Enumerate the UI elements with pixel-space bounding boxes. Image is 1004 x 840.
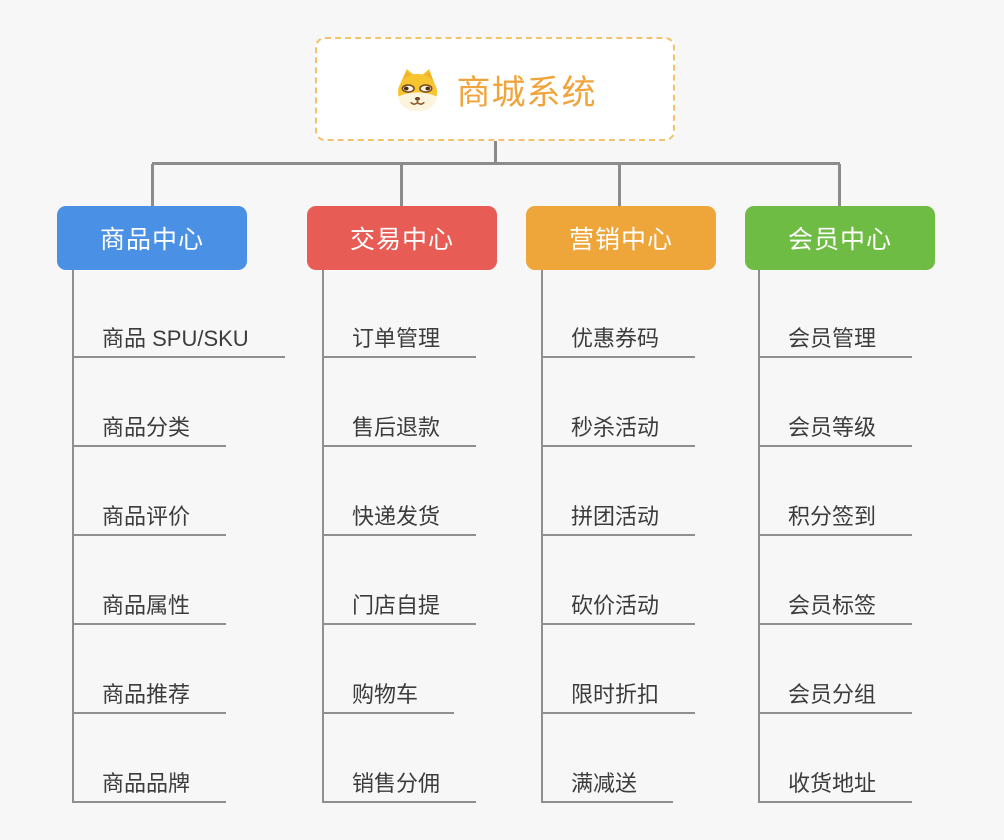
connector-bus (152, 162, 840, 165)
leaf-node[interactable]: 积分签到 (758, 491, 913, 536)
branch-spine-product (72, 270, 74, 802)
leaf-node[interactable]: 会员等级 (758, 402, 913, 447)
doge-icon (397, 68, 437, 111)
branch-spine-trade (322, 270, 324, 802)
leaf-node[interactable]: 砍价活动 (541, 580, 696, 625)
leaf-node[interactable]: 商品评价 (72, 491, 227, 536)
leaf-node[interactable]: 销售分佣 (322, 758, 477, 803)
leaf-node[interactable]: 门店自提 (322, 580, 477, 625)
leaf-node[interactable]: 会员标签 (758, 580, 913, 625)
root-node-mall-system[interactable]: 商城系统 (315, 37, 675, 141)
leaf-node[interactable]: 商品推荐 (72, 669, 227, 714)
leaf-node[interactable]: 商品 SPU/SKU (72, 313, 285, 358)
branch-node-product-center[interactable]: 商品中心 (57, 206, 247, 270)
leaf-node[interactable]: 收货地址 (758, 758, 913, 803)
leaf-node[interactable]: 购物车 (322, 669, 455, 714)
leaf-node[interactable]: 优惠券码 (541, 313, 696, 358)
leaf-node[interactable]: 满减送 (541, 758, 674, 803)
leaf-node[interactable]: 订单管理 (322, 313, 477, 358)
leaf-node[interactable]: 会员管理 (758, 313, 913, 358)
connector-drop-4 (838, 164, 841, 207)
leaf-node[interactable]: 会员分组 (758, 669, 913, 714)
leaf-node[interactable]: 商品分类 (72, 402, 227, 447)
leaf-node[interactable]: 限时折扣 (541, 669, 696, 714)
leaf-node[interactable]: 售后退款 (322, 402, 477, 447)
root-title: 商城系统 (456, 73, 597, 112)
connector-drop-2 (400, 164, 403, 207)
branch-spine-marketing (541, 270, 543, 802)
branch-node-trade-center[interactable]: 交易中心 (307, 206, 497, 270)
connector-drop-1 (151, 164, 154, 207)
leaf-node[interactable]: 拼团活动 (541, 491, 696, 536)
branch-node-member-center[interactable]: 会员中心 (745, 206, 935, 270)
connector-root-stub (494, 141, 497, 163)
branch-spine-member (758, 270, 760, 802)
leaf-node[interactable]: 秒杀活动 (541, 402, 696, 447)
leaf-node[interactable]: 商品品牌 (72, 758, 227, 803)
leaf-node[interactable]: 商品属性 (72, 580, 227, 625)
leaf-node[interactable]: 快递发货 (322, 491, 477, 536)
branch-node-marketing-center[interactable]: 营销中心 (526, 206, 716, 270)
connector-drop-3 (618, 164, 621, 207)
